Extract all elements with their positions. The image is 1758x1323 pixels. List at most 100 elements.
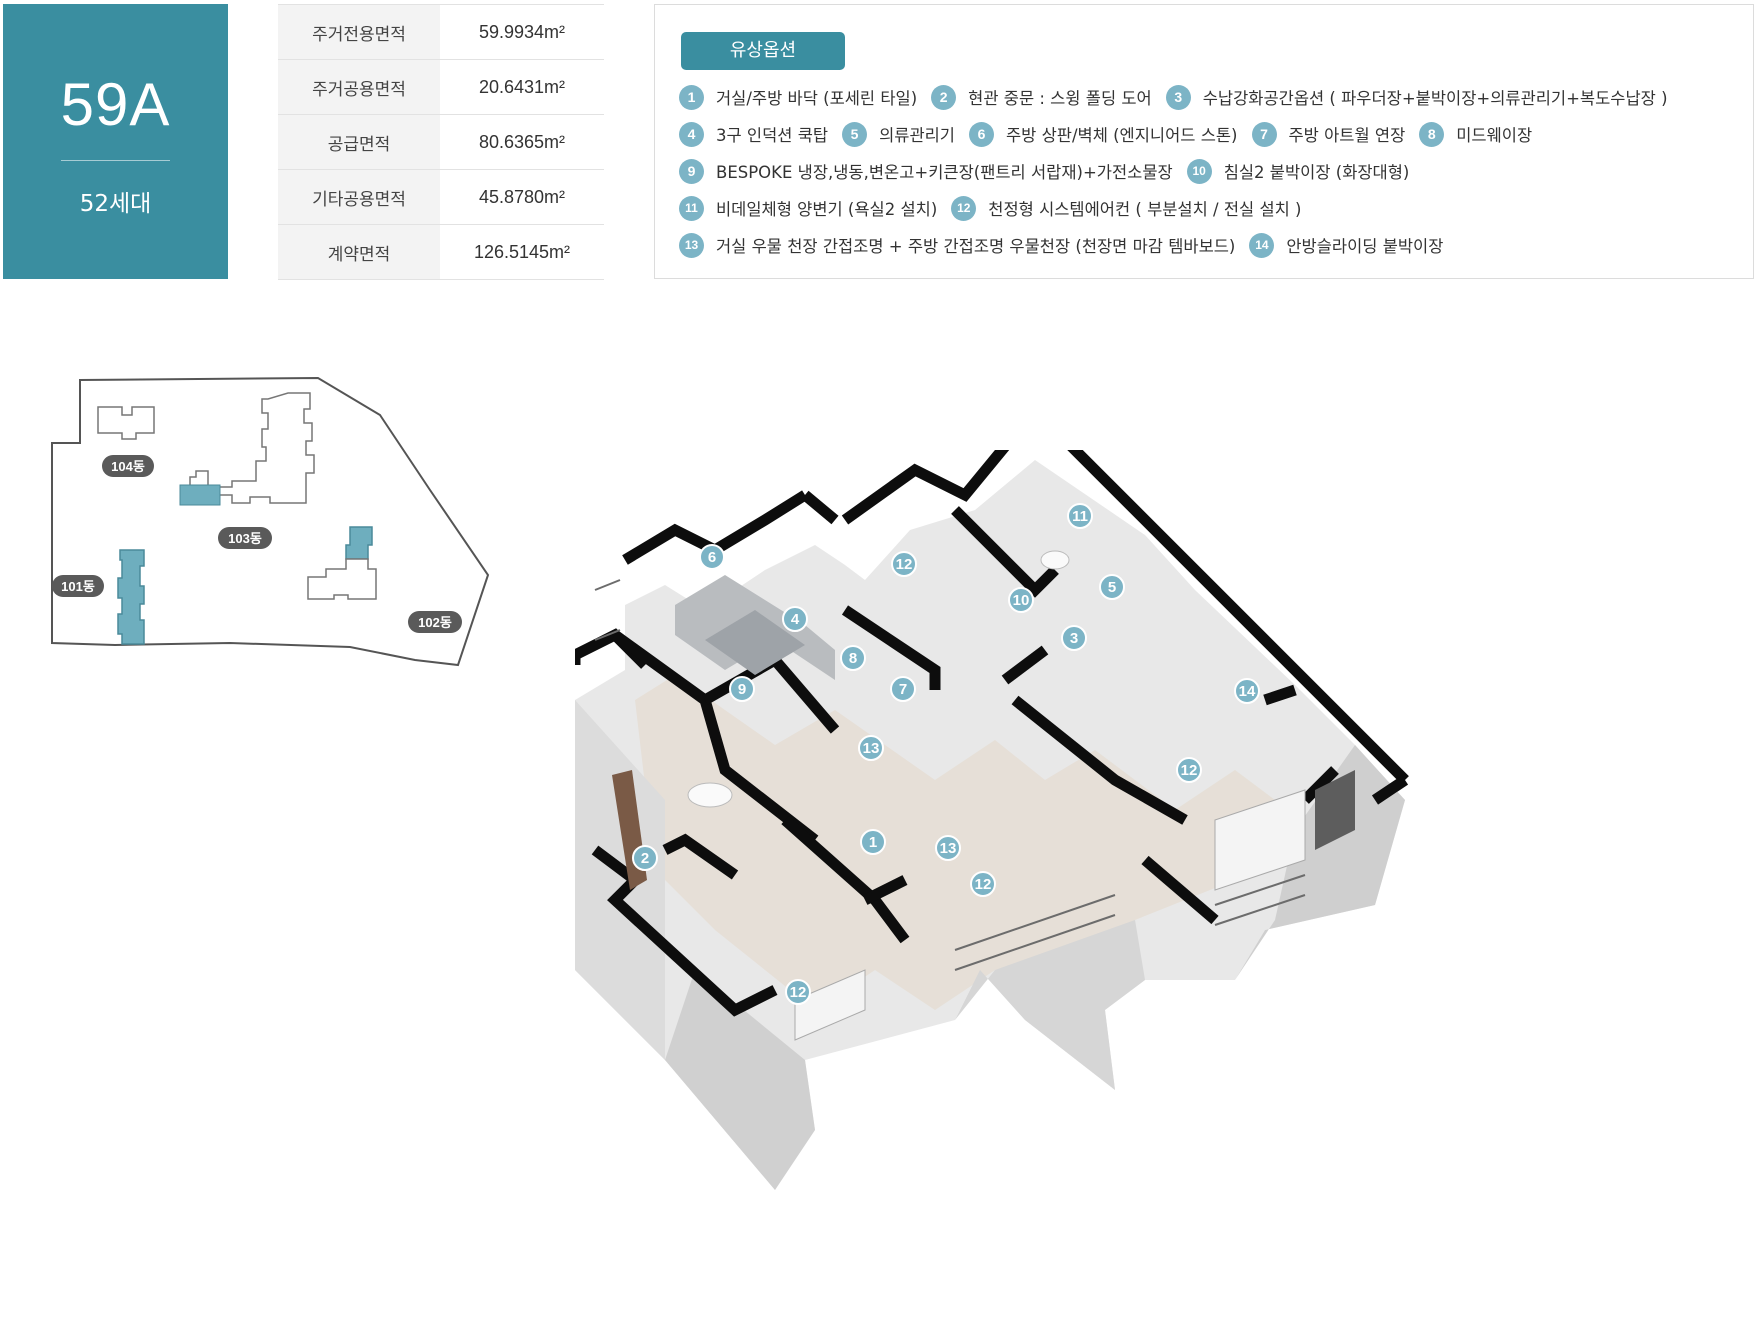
building-tag-104: 104동 [102, 455, 154, 477]
building-tag-103: 103동 [218, 527, 272, 549]
svg-text:6: 6 [708, 549, 716, 566]
option-text: 거실 우물 천장 간접조명 + 주방 간접조명 우물천장 (천장면 마감 템바보… [716, 237, 1236, 256]
option-text: 주방 상판/벽체 (엔지니어드 스톤) [1005, 126, 1238, 145]
bathtub-icon [687, 782, 733, 808]
option-text: 거실/주방 바닥 (포세린 타일) [716, 89, 918, 108]
option-item: 6 주방 상판/벽체 (엔지니어드 스톤) [968, 121, 1238, 147]
option-item: 5 의류관리기 [842, 121, 955, 147]
svg-text:8: 8 [849, 650, 857, 667]
site-boundary [51, 376, 490, 667]
floor-badge-3: 3 [1061, 625, 1087, 651]
option-text: 의류관리기 [879, 126, 955, 145]
svg-text:7: 7 [899, 681, 907, 698]
option-item: 4 3구 인덕션 쿡탑 [679, 121, 829, 147]
option-number-badge: 11 [679, 195, 704, 221]
option-item: 14 안방슬라이딩 붙박이장 [1249, 232, 1444, 258]
option-number-badge: 5 [842, 121, 868, 147]
option-item: 12 천정형 시스템에어컨 ( 부분설치 / 전실 설치 ) [951, 195, 1302, 221]
option-number-badge: 8 [1419, 121, 1445, 147]
building-tag-101: 101동 [52, 575, 104, 597]
floor-badge-12: 12 [1176, 757, 1202, 783]
area-value: 20.6431m² [440, 59, 604, 115]
option-number-badge: 7 [1251, 121, 1277, 147]
svg-text:5: 5 [1108, 579, 1116, 596]
option-text: 미드웨이장 [1456, 126, 1533, 145]
option-row: 4 3구 인덕션 쿡탑 5 의류관리기 6 주방 상판/벽체 (엔지니어드 스톤) 7… [679, 119, 1546, 149]
svg-text:1: 1 [869, 834, 877, 851]
floor-badge-11: 11 [1067, 503, 1093, 529]
isometric-floor-plan: 6 4 8 9 7 13 2 1 13 12 12 12 10 11 5 3 1… [575, 450, 1409, 1190]
area-label: 주거전용면적 [278, 4, 440, 60]
balcony-railing [594, 579, 1306, 971]
building-label: 103동 [228, 531, 262, 546]
option-number-badge: 2 [931, 84, 957, 110]
floor-badge-4: 4 [782, 606, 808, 632]
building-104 [97, 406, 155, 440]
svg-text:4: 4 [791, 611, 800, 628]
sink-icon [1040, 550, 1070, 570]
wall-outlines [575, 450, 1409, 1017]
building-label: 101동 [61, 579, 95, 594]
svg-text:12: 12 [896, 556, 913, 573]
option-number-badge: 13 [679, 232, 704, 258]
svg-text:13: 13 [940, 840, 957, 857]
svg-text:9: 9 [738, 681, 746, 698]
balcony-glass-door [794, 969, 866, 1041]
type-divider [61, 160, 170, 161]
unit-type: 59A [60, 71, 171, 138]
floor-badge-12: 12 [970, 871, 996, 897]
option-number-badge: 6 [968, 121, 994, 147]
option-number-badge: 1 [679, 84, 704, 110]
svg-text:11: 11 [1072, 508, 1088, 525]
option-text: 천정형 시스템에어컨 ( 부분설치 / 전실 설치 ) [988, 200, 1302, 219]
area-label: 기타공용면적 [278, 169, 440, 225]
option-item: 13 거실 우물 천장 간접조명 + 주방 간접조명 우물천장 (천장면 마감 템… [679, 232, 1236, 258]
option-text: 안방슬라이딩 붙박이장 [1286, 237, 1444, 256]
svg-text:12: 12 [1181, 762, 1198, 779]
option-text: 침실2 붙박이장 (화장대형) [1223, 163, 1410, 182]
building-tag-102: 102동 [408, 611, 462, 633]
option-number-badge: 12 [951, 195, 977, 221]
option-text: 주방 아트월 연장 [1288, 126, 1406, 145]
floor-badge-13: 13 [858, 735, 884, 761]
floor-badge-12: 12 [891, 551, 917, 577]
floor-badge-14: 14 [1234, 678, 1260, 704]
option-text: 3구 인덕션 쿡탑 [716, 126, 829, 145]
floor-badge-12: 12 [785, 979, 811, 1005]
option-item: 7 주방 아트월 연장 [1251, 121, 1406, 147]
option-item: 1 거실/주방 바닥 (포세린 타일) [679, 84, 918, 110]
floor-badge-7: 7 [890, 676, 916, 702]
floor-badge-9: 9 [729, 676, 755, 702]
floor-badge-5: 5 [1099, 574, 1125, 600]
option-number-badge: 3 [1165, 84, 1191, 110]
floor-badge-10: 10 [1008, 587, 1034, 613]
svg-text:14: 14 [1239, 683, 1256, 700]
area-label: 주거공용면적 [278, 59, 440, 115]
utility-door [1315, 770, 1355, 850]
option-item: 8 미드웨이장 [1419, 121, 1533, 147]
option-number-badge: 4 [679, 121, 704, 147]
floor-badge-13: 13 [935, 835, 961, 861]
area-label: 공급면적 [278, 114, 440, 170]
building-101 [117, 549, 145, 645]
bottom-wall [955, 920, 1145, 1090]
option-row: 13 거실 우물 천장 간접조명 + 주방 간접조명 우물천장 (천장면 마감 템… [679, 230, 1457, 260]
svg-text:12: 12 [790, 984, 807, 1001]
svg-text:12: 12 [975, 876, 992, 893]
building-102 [307, 526, 377, 600]
option-number-badge: 14 [1249, 232, 1275, 258]
kitchen-countertop [705, 610, 805, 675]
option-text: BESPOKE 냉장,냉동,변온고+키큰장(팬트리 서랍재)+가전소물장 [716, 163, 1173, 182]
